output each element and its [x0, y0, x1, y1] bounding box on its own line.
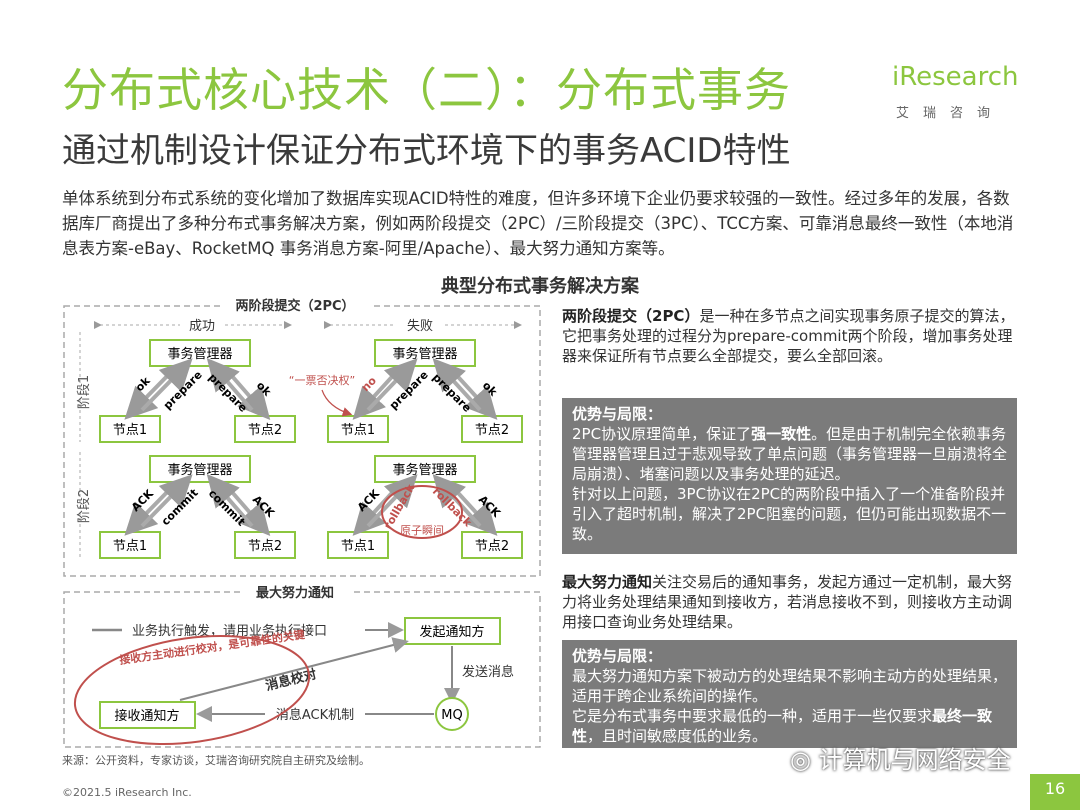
phase1-label: 阶段1	[77, 375, 92, 409]
node1-box	[99, 531, 161, 559]
failure-label: 失败	[407, 319, 433, 334]
besteffort-title: 最大努力通知	[256, 585, 334, 601]
prepare-label: prepare	[206, 371, 250, 415]
be-pros-text-c: ，且时间敏感度低的业务。	[587, 727, 768, 745]
besteffort-frame	[63, 591, 541, 748]
send-label: 发送消息	[462, 664, 514, 680]
trigger-label: 业务执行触发，请用业务执行接口	[132, 623, 327, 639]
twopc-pros-panel: 优势与局限： 2PC协议原理简单，保证了强一致性。但是由于机制完全依赖事务管理器…	[562, 398, 1017, 554]
be-desc-bold: 最大努力通知	[562, 573, 653, 591]
page-title: 分布式核心技术（二）：分布式事务	[62, 63, 791, 117]
logo-main-text: iResearch	[892, 62, 1019, 92]
twopc-description: 两阶段提交（2PC）是一种在多节点之间实现事务原子提交的算法，它把事务处理的过程…	[562, 306, 1017, 390]
node1-box	[99, 415, 161, 443]
node2-box	[461, 531, 523, 559]
besteffort-pros-panel: 优势与局限： 最大努力通知方案下被动方的处理结果不影响主动方的处理结果，适用于跨…	[562, 640, 1017, 748]
commit-label: commit	[206, 487, 248, 529]
node2-label: 节点2	[248, 423, 282, 438]
twopc-frame	[63, 305, 541, 577]
node1-box	[327, 531, 389, 559]
be-pros-text-a: 最大努力通知方案下被动方的处理结果不影响主动方的处理结果，适用于跨企业系统间的操…	[572, 667, 1008, 705]
ack-mechanism-label: 消息ACK机制	[276, 707, 354, 723]
verify-highlight	[73, 634, 311, 746]
distributed-transaction-diagram: 两阶段提交（2PC） 成功 失败 阶段1 阶段2 事务管理器 节点1 节点2 o…	[63, 294, 541, 748]
intro-paragraph: 单体系统到分布式系统的变化增加了数据库实现ACID特性的难度，但许多环境下企业仍…	[62, 189, 1014, 258]
phase1-success-group: 事务管理器 节点1 节点2 ok prepare prepare ok	[99, 339, 296, 443]
copyright: ©2021.5 iResearch Inc.	[62, 786, 192, 799]
be-desc-text: 关注交易后的通知事务，发起方通过一定机制，最大努力将业务处理结果通知到接收方，若…	[562, 573, 1013, 631]
node2-label: 节点2	[475, 423, 509, 438]
node2-box	[461, 415, 523, 443]
atomic-highlight	[381, 485, 463, 539]
atomic-note: 原子瞬间	[400, 524, 444, 537]
twopc-desc-bold: 两阶段提交（2PC）	[562, 307, 700, 325]
page-number: 16	[1030, 774, 1080, 810]
wechat-watermark: ◎ 计算机与网络安全	[790, 740, 1011, 775]
receiver-label: 接收通知方	[114, 708, 179, 724]
twopc-pros-text-c: 针对以上问题，3PC协议在2PC的两阶段中插入了一个准备阶段并引入了超时机制，解…	[572, 485, 1007, 543]
node1-label: 节点1	[113, 539, 147, 554]
mq-label: MQ	[441, 708, 462, 723]
page-subtitle: 通过机制设计保证分布式环境下的事务ACID特性	[62, 131, 791, 171]
twopc-pros-text-a: 2PC协议原理简单，保证了	[572, 425, 752, 443]
node1-label: 节点1	[341, 539, 375, 554]
logo-sub-text: 艾瑞咨询	[896, 106, 1005, 121]
besteffort-description: 最大努力通知关注交易后的通知事务，发起方通过一定机制，最大努力将业务处理结果通知…	[562, 572, 1017, 636]
source-note: 来源：公开资料，专家访谈，艾瑞咨询研究院自主研究及绘制。	[62, 754, 370, 767]
mq-circle	[435, 697, 469, 731]
wechat-icon: ◎	[790, 746, 819, 774]
initiator-label: 发起通知方	[419, 624, 484, 640]
tm-label: 事务管理器	[392, 462, 457, 478]
be-pros-bold: 最终一致性	[572, 707, 993, 745]
phase2-success-group: 事务管理器 节点1 节点2 ACK commit commit ACK	[99, 455, 296, 559]
twopc-title: 两阶段提交（2PC）	[235, 298, 354, 314]
receiver-box	[99, 701, 196, 729]
twopc-pros-title: 优势与局限：	[572, 405, 663, 423]
twopc-pros-text-b: 。但是由于机制完全依赖事务管理器管理且过于悲观导致了单点问题（事务管理器一旦崩溃…	[572, 425, 1008, 483]
initiator-box	[404, 617, 501, 645]
be-pros-text-b: 它是分布式事务中要求最低的一种，适用于一些仅要求	[572, 707, 933, 725]
wechat-text: 计算机与网络安全	[818, 746, 1011, 774]
node2-box	[234, 531, 296, 559]
tm-label: 事务管理器	[392, 346, 457, 362]
iresearch-logo: iResearch 艾瑞咨询	[892, 62, 1022, 126]
node2-label: 节点2	[248, 539, 282, 554]
twopc-desc-text: 是一种在多节点之间实现事务原子提交的算法，它把事务处理的过程分为prepare-…	[562, 307, 1015, 365]
tm-label: 事务管理器	[167, 462, 232, 478]
tm-label: 事务管理器	[167, 346, 232, 362]
phase2-label: 阶段2	[77, 489, 92, 523]
veto-note: “一票否决权”	[289, 374, 355, 387]
twopc-pros-bold: 强一致性	[751, 425, 812, 443]
phase1-failure-group: 事务管理器 节点1 节点2 no prepare prepare ok “一票否…	[289, 339, 523, 443]
ok-label: ok	[254, 379, 274, 399]
rollback-label: rollback	[430, 485, 475, 530]
diagram-title: 典型分布式事务解决方案	[441, 276, 639, 297]
be-pros-title: 优势与局限：	[572, 647, 663, 665]
success-label: 成功	[189, 319, 215, 334]
node2-label: 节点2	[475, 539, 509, 554]
ok-label: ok	[480, 379, 500, 399]
phase2-failure-group: 事务管理器 节点1 节点2 ACK rollback rollback ACK …	[327, 455, 523, 559]
verify-label: 消息校对	[264, 666, 318, 694]
node1-label: 节点1	[341, 423, 375, 438]
node1-label: 节点1	[113, 423, 147, 438]
